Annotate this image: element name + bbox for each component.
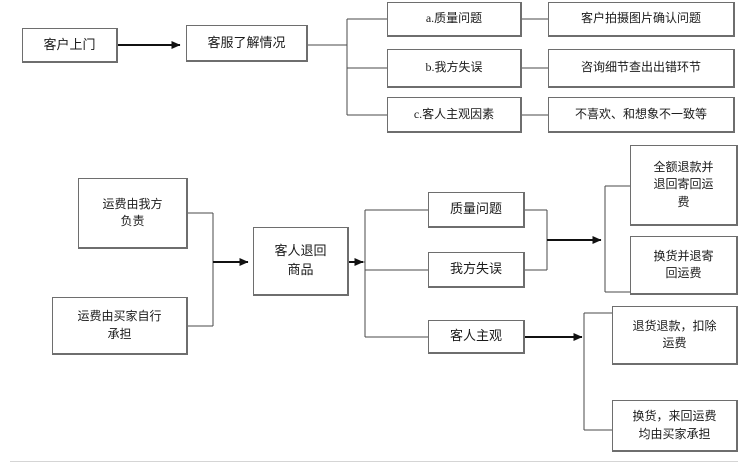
- node-our-fault-b[interactable]: b.我方失误: [387, 49, 522, 88]
- node-shipping-paid-by-buyer[interactable]: 运费由买家自行 承担: [52, 297, 188, 355]
- node-dislike-not-as-imagined[interactable]: 不喜欢、和想象不一致等: [548, 97, 735, 133]
- node-our-fault[interactable]: 我方失误: [428, 252, 525, 288]
- node-service-understand-situation[interactable]: 客服了解情况: [186, 25, 308, 62]
- node-quality-issue-a[interactable]: a.质量问题: [387, 2, 522, 37]
- node-exchange-buyer-pays-both-ways[interactable]: 换货，来回运费 均由买家承担: [612, 400, 738, 452]
- node-refund-minus-shipping[interactable]: 退货退款，扣除 运费: [612, 306, 738, 365]
- node-customer-visit[interactable]: 客户上门: [22, 28, 118, 63]
- node-full-refund-plus-return-shipping[interactable]: 全额退款并 退回寄回运 费: [630, 145, 738, 226]
- node-exchange-plus-return-shipping[interactable]: 换货并退寄 回运费: [630, 236, 738, 295]
- node-shipping-paid-by-us[interactable]: 运费由我方 负责: [78, 178, 188, 249]
- page-bottom-rule: [10, 461, 738, 462]
- node-customer-subjective-c[interactable]: c.客人主观因素: [387, 97, 522, 133]
- node-consult-detail-find-error[interactable]: 咨询细节查出出错环节: [548, 49, 735, 88]
- node-quality-issue[interactable]: 质量问题: [428, 192, 525, 228]
- node-customer-subjective[interactable]: 客人主观: [428, 320, 525, 354]
- node-customer-photo-confirm[interactable]: 客户拍摄图片确认问题: [548, 2, 735, 37]
- node-customer-returns-goods[interactable]: 客人退回 商品: [253, 227, 349, 296]
